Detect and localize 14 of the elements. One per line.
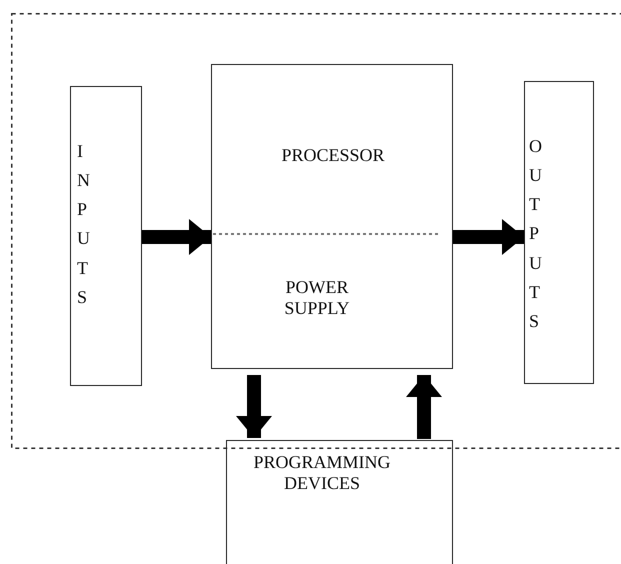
dashed-boundary [11,13,621,449]
block-box [70,86,142,386]
arrow [142,219,211,255]
block-label: POWER SUPPLY [283,277,351,319]
block-box [226,440,453,564]
block-label: INPUTS [77,140,99,309]
arrow [453,219,524,255]
block-label: PROCESSOR [280,145,386,166]
block-box [524,81,594,384]
arrow [406,375,442,439]
arrow [236,375,272,438]
block-label: PROGRAMMING DEVICES [252,452,392,494]
block-box [211,64,453,369]
block-label: OUTPUTS [529,135,551,333]
